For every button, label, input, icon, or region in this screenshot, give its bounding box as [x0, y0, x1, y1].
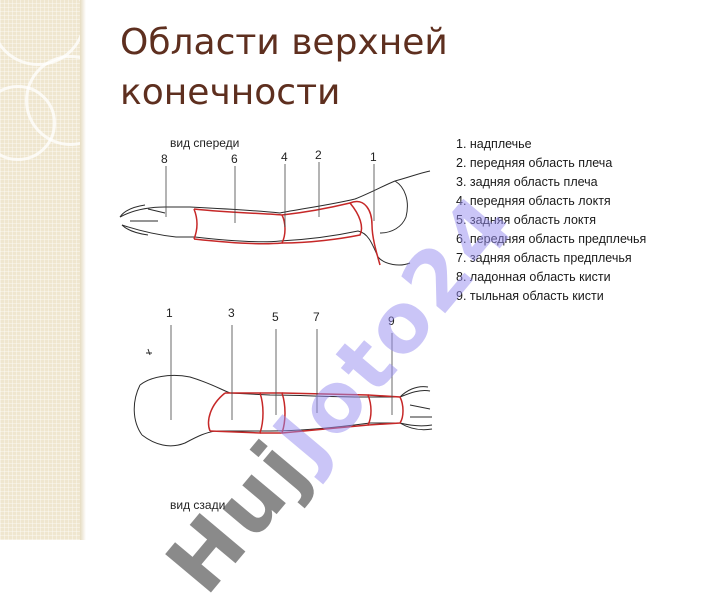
title-line-1: Области верхней — [120, 22, 448, 63]
back-number: 7 — [313, 310, 320, 324]
decorative-ring — [0, 85, 56, 161]
arm-regions-diagram: вид спереди 8 6 4 2 1 1 3 5 7 9 — [110, 125, 450, 520]
front-number: 6 — [231, 152, 238, 166]
front-region-borders — [193, 200, 381, 266]
legend-item: 2. передняя область плеча — [456, 156, 613, 170]
front-view-label: вид спереди — [170, 136, 240, 150]
legend-item: 5. задняя область локтя — [456, 213, 597, 227]
back-number: 1 — [166, 306, 173, 320]
legend-item: 9. тыльная область кисти — [456, 289, 604, 303]
back-arm-outline — [133, 348, 433, 447]
legend-item: 4. передняя область локтя — [456, 194, 611, 208]
legend-item: 7. задняя область предплечья — [456, 251, 632, 265]
front-number: 4 — [281, 150, 288, 164]
legend-item: 3. задняя область плеча — [456, 175, 598, 189]
back-arm-illustration — [133, 325, 433, 447]
slide-title: Области верхней конечности — [120, 18, 520, 118]
front-arm-outline — [119, 170, 431, 266]
legend-item: 6. передняя область предплечья — [456, 232, 647, 246]
back-view-label: вид сзади — [170, 498, 226, 512]
back-leader-lines — [170, 325, 393, 420]
band-edge — [80, 0, 86, 540]
front-number: 1 — [370, 150, 377, 164]
back-number: 9 — [388, 314, 395, 328]
back-number: 3 — [228, 306, 235, 320]
front-leader-lines — [165, 162, 375, 227]
legend-item: 1. надплечье — [456, 137, 532, 151]
front-number: 2 — [315, 148, 322, 162]
back-region-borders — [207, 392, 404, 434]
back-number: 5 — [272, 310, 279, 324]
front-number: 8 — [161, 152, 168, 166]
legend-item: 8. ладонная область кисти — [456, 270, 611, 284]
regions-legend: 1. надплечье 2. передняя область плеча 3… — [456, 135, 711, 306]
front-arm-illustration — [119, 162, 431, 266]
decorative-side-band — [0, 0, 116, 540]
title-line-2: конечности — [120, 72, 341, 113]
